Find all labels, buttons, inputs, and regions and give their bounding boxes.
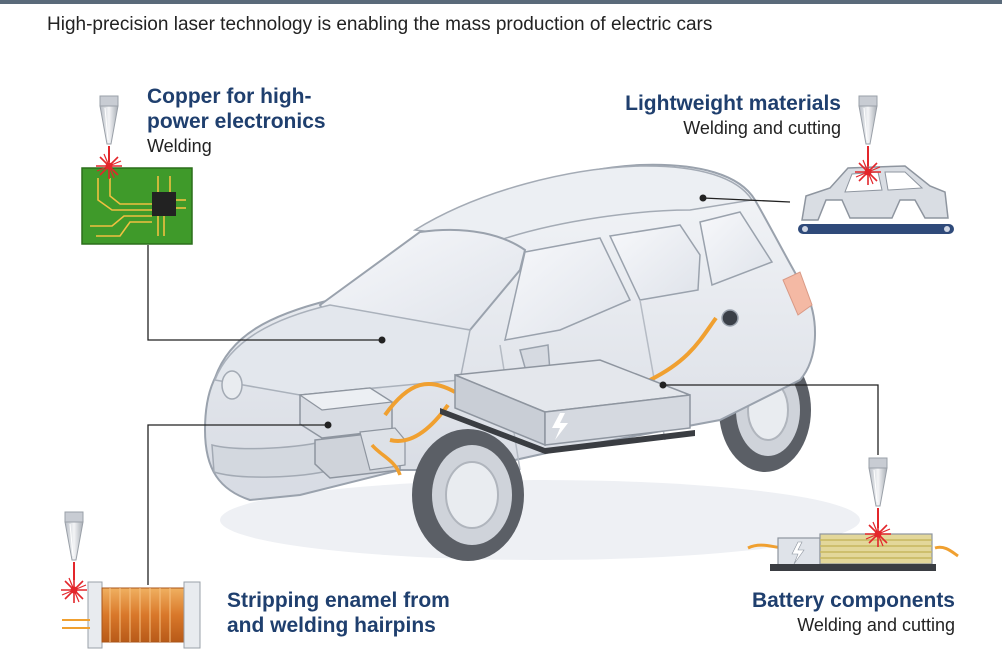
copper-coil-icon (62, 581, 201, 649)
callout-stripping-heading-line2: and welding hairpins (227, 614, 436, 637)
cable (370, 443, 402, 476)
car-rear-light (782, 271, 813, 316)
callout-stripping: Stripping enamel from and welding hairpi… (227, 588, 450, 638)
car-roof (412, 165, 754, 241)
top-rule (0, 0, 1002, 4)
circuit-board-icon (81, 167, 193, 245)
callout-copper-heading-line2: power electronics (147, 110, 326, 133)
battery-cell-icon (747, 533, 959, 571)
callout-battery-heading: Battery components (751, 589, 955, 612)
cable (383, 381, 456, 417)
car-frame-icon (798, 165, 954, 234)
laser-head-icon (64, 511, 84, 561)
car-windshield (318, 228, 527, 332)
car-battery-pack (440, 359, 695, 454)
car-headlight (221, 370, 243, 400)
connector-copper (147, 245, 382, 341)
lightning-icon (552, 413, 568, 440)
car-window-rear (608, 224, 701, 301)
laser-spark-icon (60, 576, 88, 604)
car-window-quarter (699, 211, 774, 287)
callout-stripping-heading-line1: Stripping enamel from (227, 589, 450, 612)
connector-stripping (147, 424, 328, 585)
front-wheel (412, 429, 524, 561)
charge-port-icon (721, 309, 739, 327)
callout-battery: Battery components Welding and cutting (752, 588, 955, 637)
callout-lightweight-heading: Lightweight materials (625, 92, 841, 115)
page-title: High-precision laser technology is enabl… (47, 14, 713, 35)
car-motor-unit (298, 387, 406, 479)
laser-head-icon (99, 95, 119, 145)
laser-head-icon (868, 457, 888, 507)
callout-copper-heading-line1: Copper for high- (147, 85, 312, 108)
callout-lightweight-process: Welding and cutting (683, 118, 841, 138)
car-window-front (504, 237, 632, 341)
callout-lightweight: Lightweight materials Welding and cuttin… (625, 91, 841, 140)
callout-copper: Copper for high- power electronics Weldi… (147, 84, 326, 158)
callout-battery-process: Welding and cutting (797, 615, 955, 635)
connector-lines (147, 194, 879, 585)
callout-copper-process: Welding (147, 136, 212, 156)
laser-head-icon (858, 95, 878, 145)
cable (649, 316, 718, 382)
electric-car-illustration (203, 163, 860, 561)
car-hood (213, 304, 471, 396)
connector-lightweight (702, 197, 791, 203)
connector-battery (663, 384, 879, 455)
